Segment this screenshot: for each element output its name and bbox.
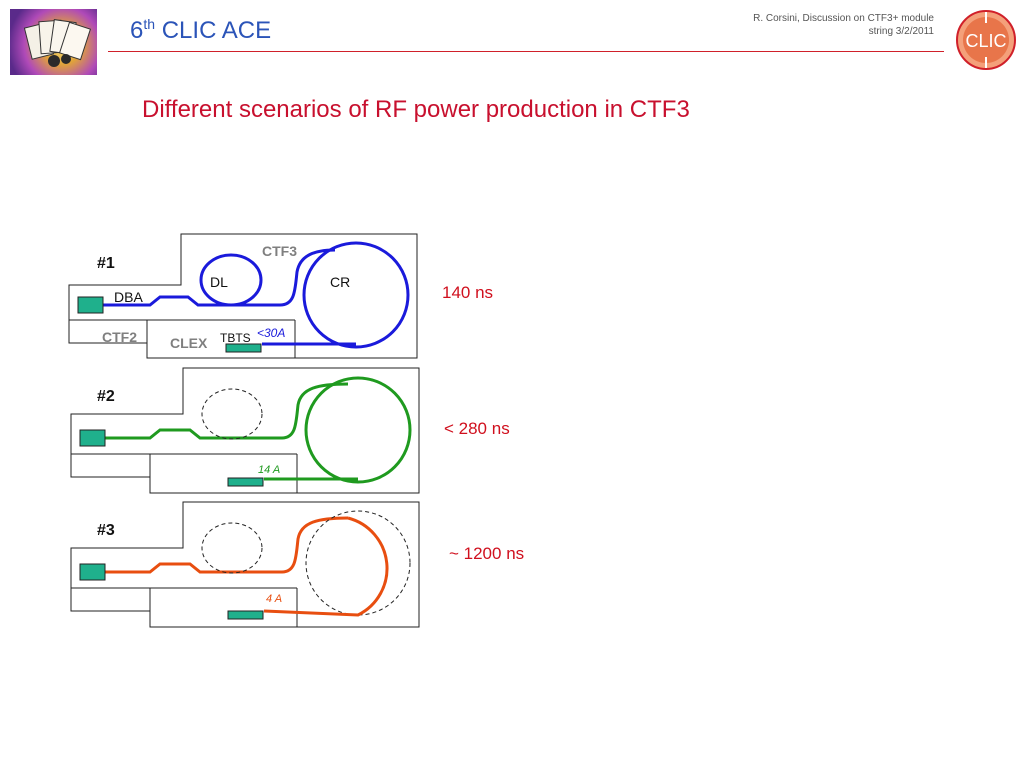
scenario-1-current: <30A [257,326,285,340]
timing-scenario-1: 140 ns [442,283,494,302]
timing-scenario-3: ~ 1200 ns [449,544,525,563]
scenario-3-tbts-block [227,610,264,620]
label-ctf2: CTF2 [102,329,137,345]
header-info: R. Corsini, Discussion on CTF3+ module s… [694,12,934,38]
label-ctf3: CTF3 [262,243,297,259]
scenario-3-delay-loop-bypassed [201,522,263,574]
scenario-1-id: #1 [97,255,115,272]
label-tbts: TBTS [220,331,251,345]
scenario-3-beamline [105,516,349,574]
scenario-2-tbts-block [227,477,264,487]
header-info-line2: string 3/2/2011 [868,26,934,37]
scenario-1-combiner-ring [302,241,410,349]
scenario-2-beamline [105,382,349,440]
scenario-3-group: #3 4 A [70,501,420,628]
clic-logo: CLIC [956,10,1016,70]
header-title: 6th CLIC ACE [130,16,272,44]
label-dl: DL [210,274,228,290]
scenario-2-current: 14 A [258,464,280,476]
label-dba: DBA [114,289,143,305]
slide-title: Different scenarios of RF power producti… [142,96,690,123]
scenario-3-linac-block [79,563,106,581]
label-clex: CLEX [170,335,208,351]
scenario-2-delay-loop-bypassed [201,388,263,440]
scenario-2-linac-block [79,429,106,447]
clic-logo-text: CLIC [965,31,1006,51]
scenario-2-outline [70,367,420,494]
scenario-2-id: #2 [97,388,115,405]
scenario-3-id: #3 [97,522,115,539]
scenario-3-partial-ring-path [263,516,389,617]
scenario-2-combiner-ring [304,376,412,484]
timing-scenario-2: < 280 ns [444,419,510,438]
label-cr: CR [330,274,350,290]
scenario-1-group: #1 CTF3 DL CR DBA CTF2 CLEX TBTS <30A [68,233,418,359]
scenario-2-group: #2 14 A [70,367,420,494]
scenario-3-current: 4 A [266,593,282,605]
scenario-1-linac-block [77,296,104,314]
scenario-1-tbts-block [225,343,262,353]
scenario-1-beamline [103,295,236,307]
cards-illustration [23,19,92,67]
header-divider [108,51,944,52]
scenario-3-combiner-ring-bypassed [305,510,411,616]
header-info-line1: R. Corsini, Discussion on CTF3+ module [753,13,934,24]
ace-logo-image [10,9,97,75]
scenario-1-delay-loop [199,253,263,307]
scenario-1-transfer-line [236,248,336,307]
